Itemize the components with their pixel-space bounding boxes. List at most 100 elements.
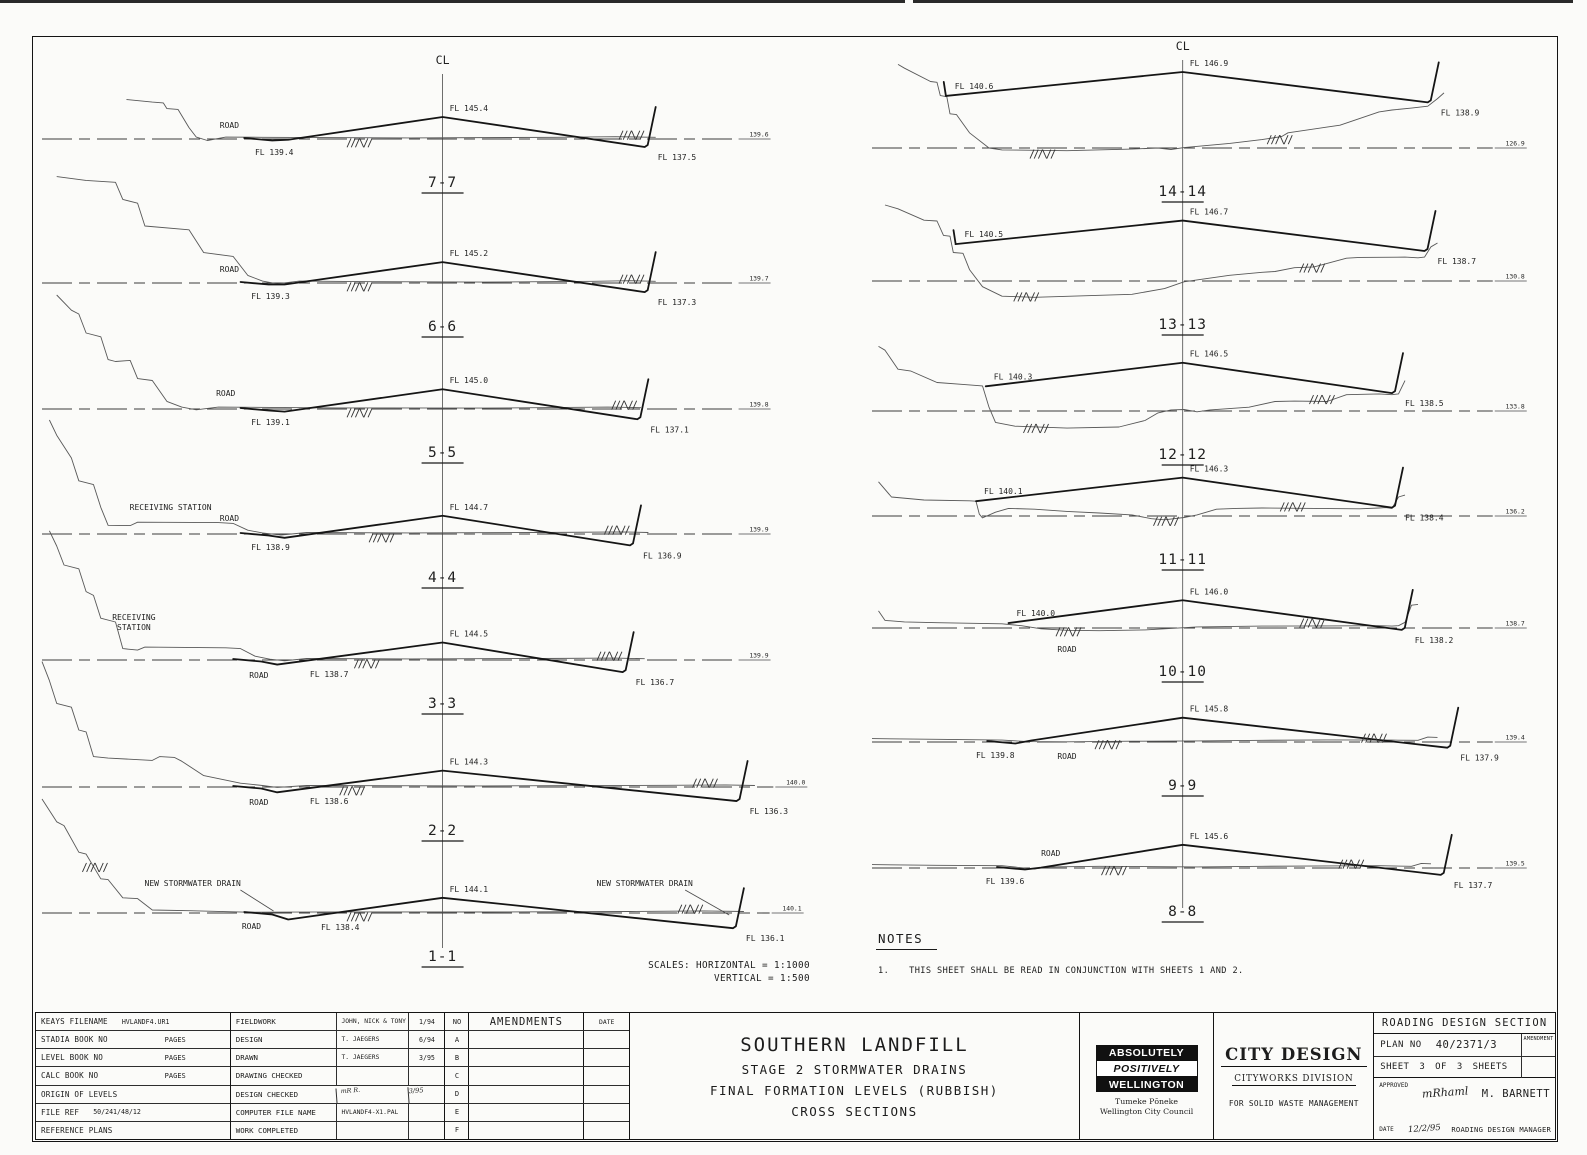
fl-centre-label: FL 145.0 [450,376,489,385]
section-annotation: RECEIVING STATION [130,503,212,512]
formation-line [243,106,657,148]
earth-hatch [359,408,365,418]
formation-line [232,631,635,674]
datum-value: 139.9 [749,652,768,660]
earth-hatch [1033,149,1039,159]
formation-line [239,251,657,294]
earth-hatch [685,904,691,914]
org-division: CITYWORKS DIVISION [1232,1073,1356,1086]
existing-ground-line [878,603,1419,632]
field-label: DRAWING CHECKED [235,1071,303,1081]
earth-hatch [608,525,613,535]
datum-value: 136.2 [1506,508,1525,516]
earth-hatch [1309,394,1314,405]
fl-left-label: FL 139.6 [986,877,1025,886]
earth-hatch [98,862,104,873]
earth-hatch [1373,733,1379,743]
field-label: COMPUTER FILE NAME [235,1107,316,1117]
existing-ground-line [871,862,1432,870]
approved-signature: mRhaml [1421,1084,1469,1101]
amendment-row: C [445,1067,630,1086]
earth-hatch [1030,292,1035,302]
field-label: DESIGN CHECKED [235,1089,299,1099]
field-value: HVLANDF4.UR1 [121,1017,170,1026]
earth-hatch [94,862,100,873]
drafting-info-row: COMPUTER FILE NAME HVLANDF4-X1.PAL [230,1103,445,1122]
fl-centre-label: FL 145.4 [450,104,489,113]
earth-hatch [1338,859,1344,869]
fl-left-label: FL 138.4 [321,923,360,932]
project-title: SOUTHERN LANDFILL [740,1033,969,1056]
fl-left-label: FL 140.5 [965,230,1004,239]
earth-hatch [1037,149,1043,159]
earth-hatch [700,778,706,788]
earth-hatch [1115,739,1121,750]
earth-hatch [355,912,360,922]
logo-maori-name: Tumeke Pōneke [1115,1097,1179,1106]
fl-centre-label: FL 146.5 [1190,350,1229,359]
earth-hatch [618,274,624,284]
date-value: 12/2/95 [1407,1122,1442,1136]
earth-hatch [1288,502,1294,512]
datum-value: 139.6 [749,131,768,139]
earth-hatch [103,862,108,873]
earth-hatch [1050,149,1056,159]
logo-council-name: Wellington City Council [1099,1107,1194,1116]
earth-hatch [355,138,360,148]
earth-hatch [623,400,629,410]
field-date: 1/94 [408,1013,444,1031]
section-annotation: ROAD [220,121,239,130]
section-label: 10-10 [1158,664,1207,680]
datum-value: 140.1 [782,905,801,913]
earth-hatch [1102,739,1108,750]
existing-ground-line [56,294,642,411]
earth-hatch [708,778,714,788]
earth-hatch [367,912,373,922]
existing-ground-line [41,798,744,913]
section-label: 12-12 [1158,447,1207,463]
earth-hatch [1059,627,1065,637]
section-header: ROADING DESIGN SECTION [1374,1013,1556,1034]
section-label: 8-8 [1168,904,1197,920]
earth-hatch [1325,394,1331,405]
earth-hatch [367,408,373,418]
earth-hatch [1292,502,1298,512]
existing-ground-line [878,481,1406,521]
earth-hatch [1313,394,1319,405]
earth-hatch [1287,134,1293,145]
field-value: HVLANDF4-X1.PAL [336,1103,408,1121]
earth-hatch [617,651,623,661]
field-date [408,1103,444,1121]
earth-hatch [696,778,702,788]
earth-hatch [86,862,92,873]
earth-hatch [1321,394,1327,405]
earth-hatch [628,400,633,410]
amendment-row: A [445,1031,630,1050]
earth-hatch [350,912,356,922]
earth-hatch [604,651,610,661]
earth-hatch [350,138,356,148]
amendment-date [583,1031,629,1049]
earth-hatch [694,904,700,914]
earth-hatch [1307,263,1313,273]
fl-centre-label: FL 145.8 [1190,705,1229,714]
field-date: 3/95 [408,1049,444,1067]
fl-right-label: FL 138.9 [1441,108,1480,117]
fl-right-label: FL 138.5 [1405,399,1444,408]
logo-line-2: POSITIVELY [1095,1060,1198,1077]
earth-hatch [1299,263,1305,273]
earth-hatch [1355,859,1360,869]
section-label: 5-5 [428,445,457,461]
note-text: THIS SHEET SHALL BE READ IN CONJUNCTION … [909,966,1244,976]
fl-left-label: FL 139.3 [251,292,290,301]
earth-hatch [343,786,349,796]
earth-hatch [612,525,618,535]
earth-hatch [692,778,697,788]
sheet-number: 3 [1419,1062,1426,1072]
centre-line-label: CL [1176,39,1190,53]
